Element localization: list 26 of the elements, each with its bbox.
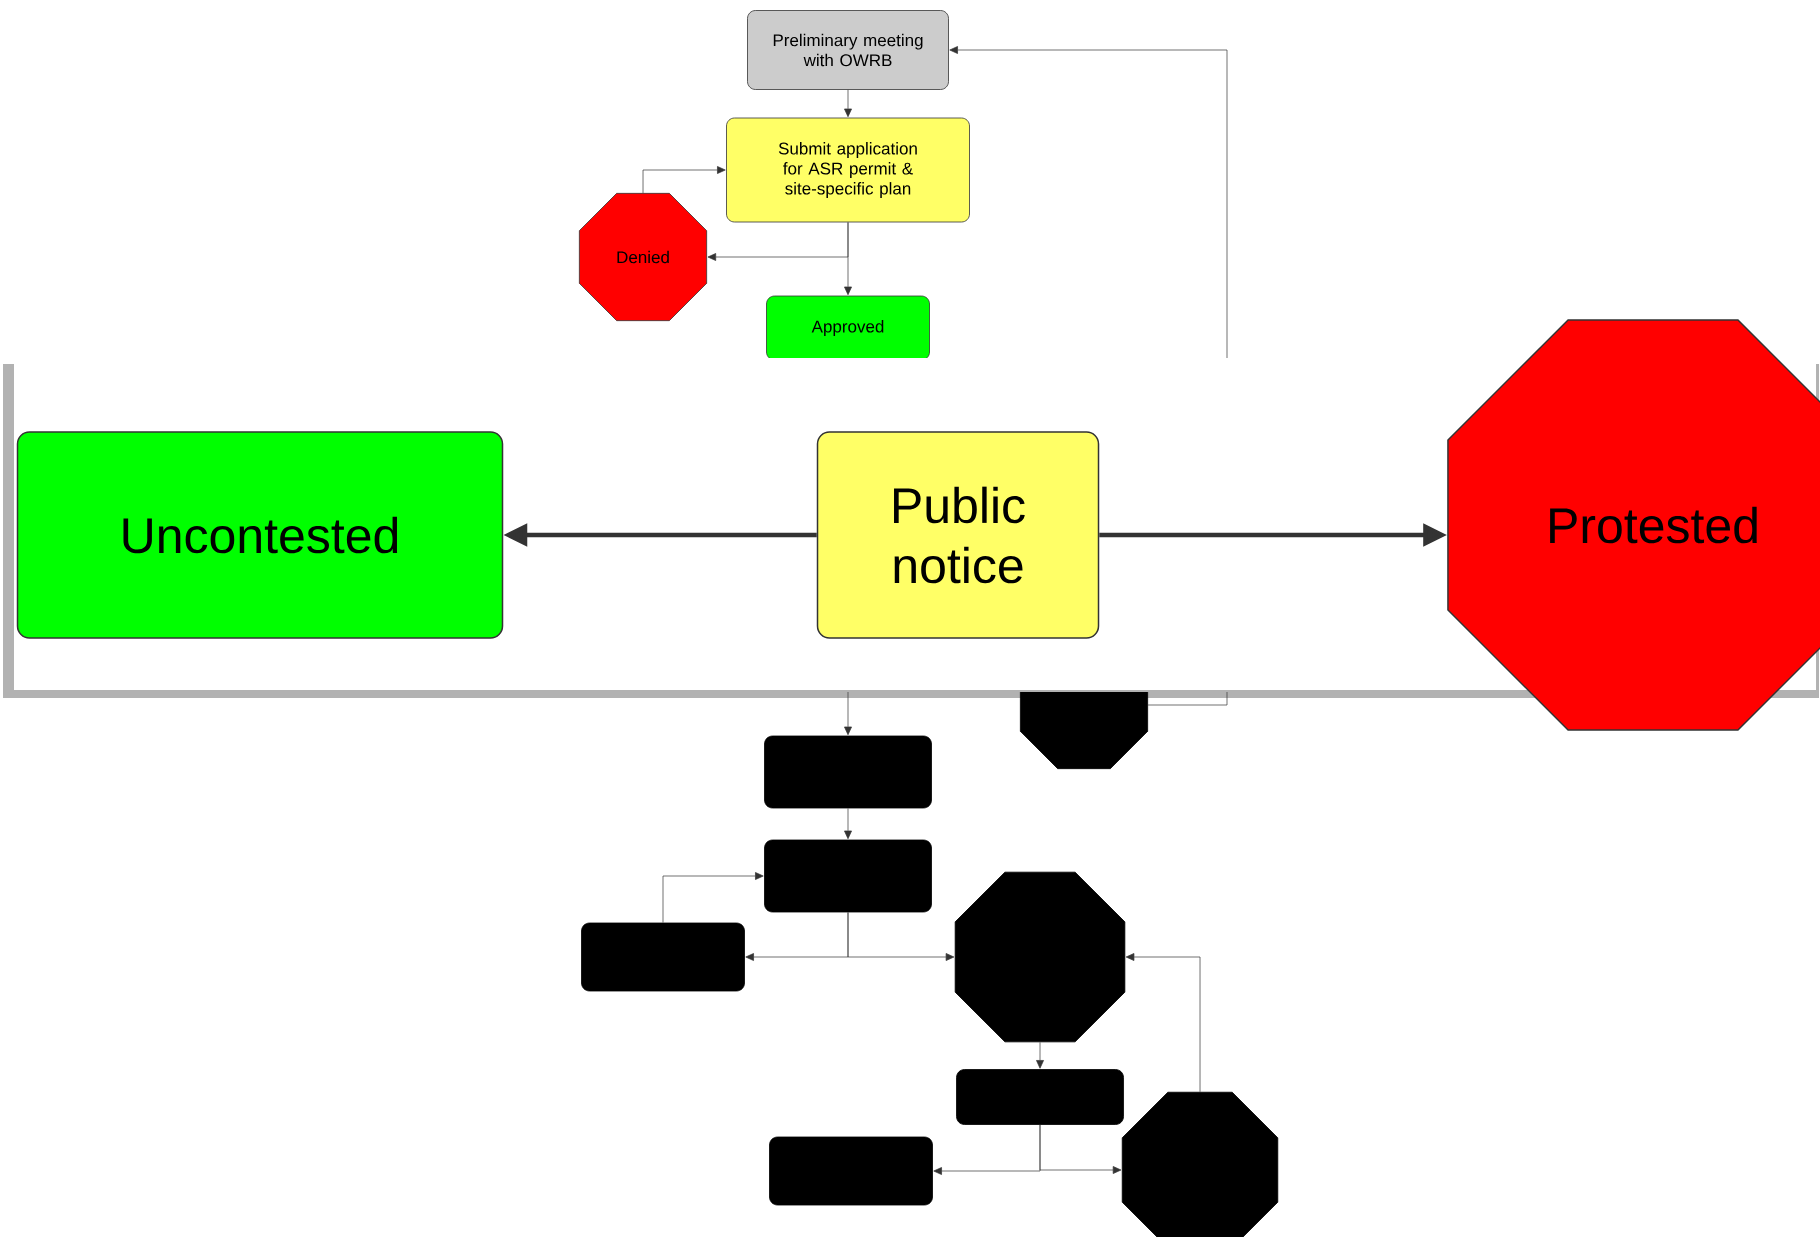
arrow bbox=[1036, 1041, 1044, 1069]
arrow bbox=[844, 692, 852, 736]
redacted-box bbox=[956, 1069, 1124, 1125]
redacted-octagon bbox=[954, 871, 1126, 1043]
process-box: Approved bbox=[766, 295, 930, 358]
arrow bbox=[1125, 953, 1201, 1093]
process-box: Preliminary meeting with OWRB bbox=[747, 10, 949, 90]
process-box: Uncontested bbox=[16, 431, 504, 639]
process-box: Public notice bbox=[816, 431, 1100, 639]
redacted-octagon bbox=[1121, 1091, 1279, 1237]
arrow bbox=[844, 808, 852, 840]
arrow bbox=[642, 166, 726, 194]
process-box: Submit application for ASR permit & site-specific plan bbox=[726, 117, 970, 223]
arrow bbox=[1039, 1124, 1122, 1174]
redacted-box bbox=[581, 922, 745, 992]
redacted-octagon bbox=[1019, 692, 1149, 770]
arrow bbox=[847, 912, 955, 961]
redacted-box bbox=[769, 1136, 933, 1206]
arrow bbox=[844, 222, 852, 296]
redacted-box bbox=[764, 735, 932, 809]
stop-octagon: Denied bbox=[578, 192, 708, 322]
arrow bbox=[844, 89, 852, 118]
arrow bbox=[662, 872, 764, 923]
arrow bbox=[949, 46, 1228, 706]
stop-octagon: Protested bbox=[1447, 319, 1820, 731]
redacted-box bbox=[764, 839, 932, 913]
